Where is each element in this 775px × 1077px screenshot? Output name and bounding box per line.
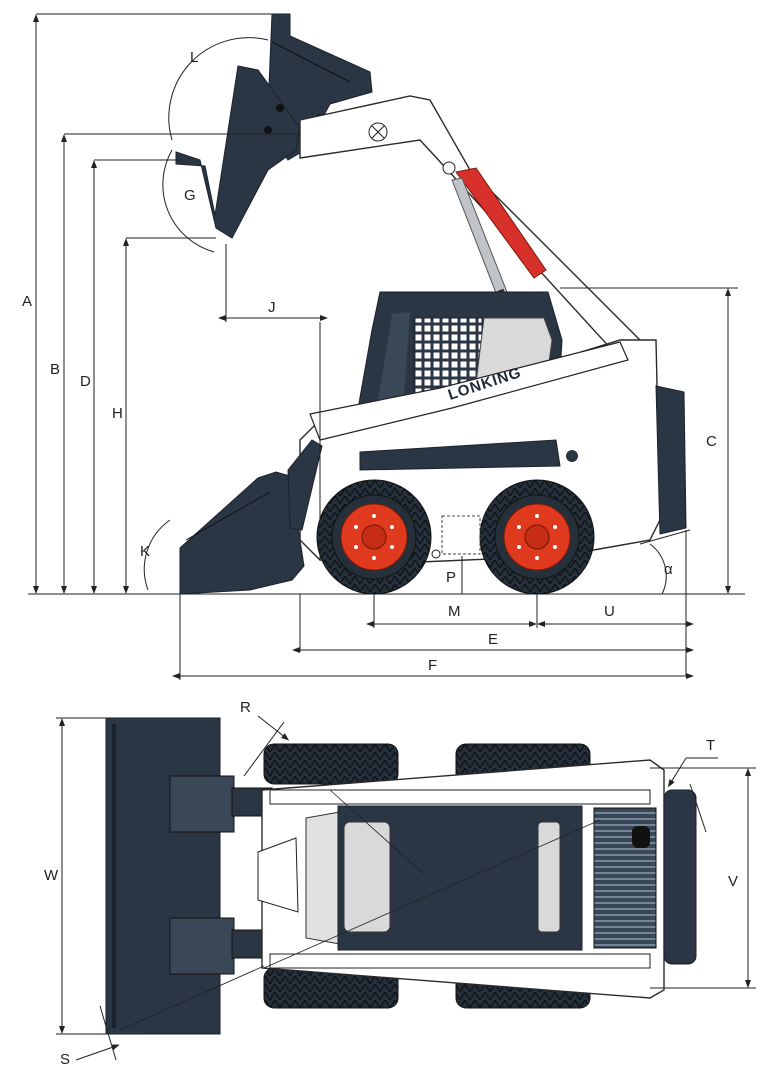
side-dimension-lines	[33, 13, 738, 680]
dim-label-p: P	[446, 569, 456, 586]
top-bucket	[105, 717, 221, 1035]
top-view: R T W V S	[44, 699, 756, 1068]
dim-label-s: S	[60, 1051, 70, 1068]
dim-label-b: B	[50, 361, 60, 378]
dim-label-h: H	[112, 405, 123, 422]
rear-grille	[655, 385, 687, 535]
raised-bucket	[175, 13, 373, 239]
dim-label-t: T	[706, 737, 715, 754]
axle-cover	[441, 515, 481, 555]
top-tire-front-left	[263, 743, 399, 785]
dim-label-m: M	[448, 603, 461, 620]
dim-label-alpha: α	[664, 561, 673, 578]
rear-wheel	[479, 479, 595, 595]
dim-label-w: W	[44, 867, 59, 884]
dim-label-c: C	[706, 433, 717, 450]
top-dimension-lines	[56, 715, 756, 1061]
top-rear-counterweight	[663, 789, 697, 965]
dim-label-r: R	[240, 699, 251, 716]
dim-label-v: V	[728, 873, 738, 890]
quick-attach-upper	[169, 775, 273, 833]
dim-label-a: A	[22, 293, 32, 310]
side-view: LONKING	[22, 13, 745, 680]
dim-label-e: E	[488, 631, 498, 648]
dim-label-f: F	[428, 657, 437, 674]
dim-label-l: L	[190, 49, 198, 66]
dim-label-g: G	[184, 187, 196, 204]
lowered-bucket	[179, 439, 323, 595]
dim-label-j: J	[268, 299, 276, 316]
front-wheel	[316, 479, 432, 595]
dim-label-u: U	[604, 603, 615, 620]
lift-cylinder	[455, 167, 547, 279]
dim-label-k: K	[140, 543, 150, 560]
dim-label-d: D	[80, 373, 91, 390]
quick-attach-lower	[169, 917, 273, 975]
